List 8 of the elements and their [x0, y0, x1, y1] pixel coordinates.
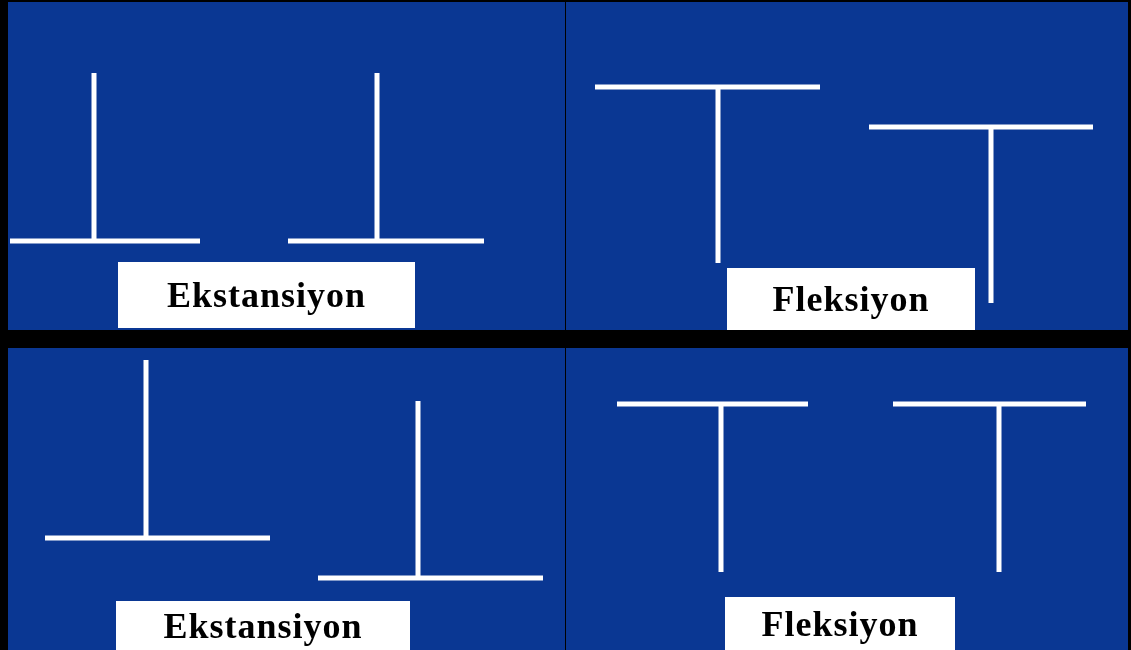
label-text: Fleksiyon	[772, 278, 930, 320]
label-text: Fleksiyon	[761, 602, 919, 645]
label-box	[725, 597, 955, 650]
label-text: Ekstansiyon	[163, 604, 363, 647]
label-text: Ekstansiyon	[166, 274, 367, 316]
label-box	[116, 601, 410, 650]
label-box	[727, 268, 975, 330]
label-box	[118, 262, 415, 328]
